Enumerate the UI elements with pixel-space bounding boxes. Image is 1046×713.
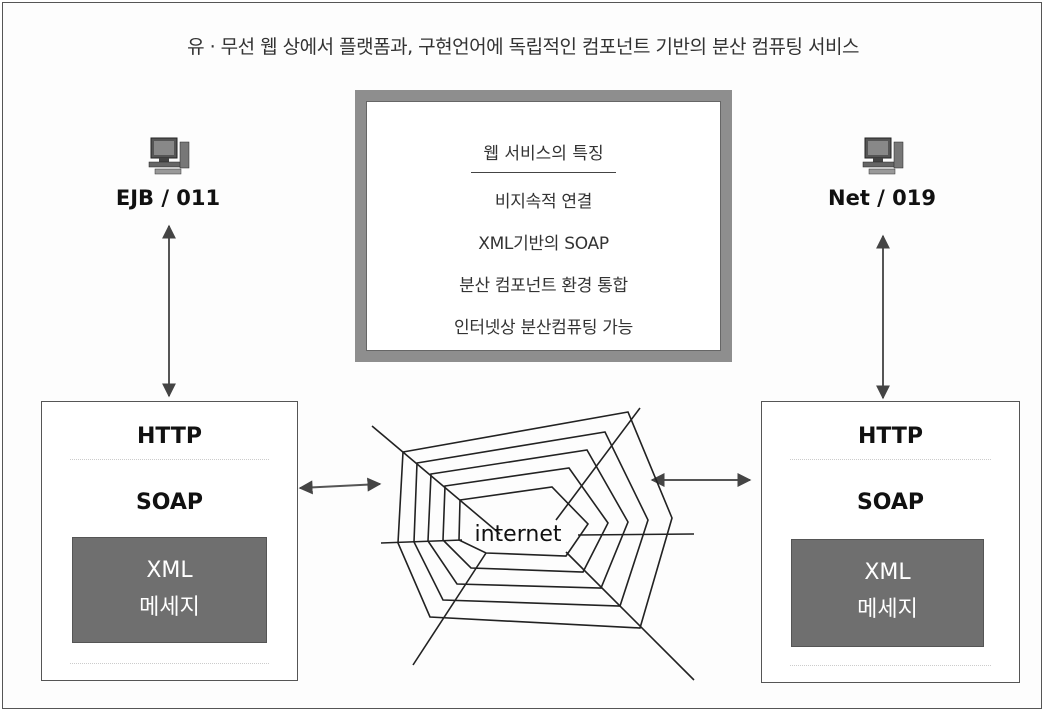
left-node-label: EJB / 011: [115, 186, 221, 210]
message-label-text: 메세지: [139, 595, 200, 620]
feature-item: 비지속적 연결: [494, 192, 593, 212]
left-node: EJB / 011: [98, 134, 238, 210]
diagram-title: 유 · 무선 웹 상에서 플랫폼과, 구현언어에 독립적인 컴포넌트 기반의 분…: [187, 36, 859, 58]
right-protocol-stack: HTTP SOAP XML 메세지: [761, 401, 1020, 683]
http-layer: HTTP: [857, 424, 924, 449]
feature-item: 분산 컴포넌트 환경 통합: [459, 276, 628, 296]
feature-item: XML기반의 SOAP: [478, 234, 609, 254]
left-protocol-stack: HTTP SOAP XML 메세지: [41, 401, 298, 681]
layer-divider: [790, 665, 991, 666]
message-label-text: 메세지: [857, 597, 918, 622]
features-box: 웹 서비스의 특징 비지속적 연결 XML기반의 SOAP 분산 컴포넌트 환경…: [355, 90, 732, 362]
features-heading: 웹 서비스의 특징: [471, 139, 616, 173]
computer-icon: [148, 137, 190, 175]
message-label-xml: XML: [146, 558, 193, 583]
layer-divider: [70, 459, 269, 460]
xml-message-box: XML 메세지: [791, 539, 984, 647]
internet-label: internet: [474, 522, 562, 547]
message-label-xml: XML: [864, 560, 911, 585]
right-node: Net / 019: [812, 134, 952, 210]
layer-divider: [790, 459, 991, 460]
right-node-label: Net / 019: [828, 186, 936, 210]
soap-layer: SOAP: [856, 490, 925, 515]
left-horizontal-arrow: [298, 477, 382, 495]
internet-web-icon: [371, 407, 695, 681]
feature-item: 인터넷상 분산컴퓨팅 가능: [454, 318, 633, 338]
http-layer: HTTP: [136, 424, 203, 449]
soap-layer: SOAP: [135, 490, 204, 515]
layer-divider: [70, 663, 269, 664]
computer-icon: [862, 137, 904, 175]
xml-message-box: XML 메세지: [72, 537, 267, 643]
